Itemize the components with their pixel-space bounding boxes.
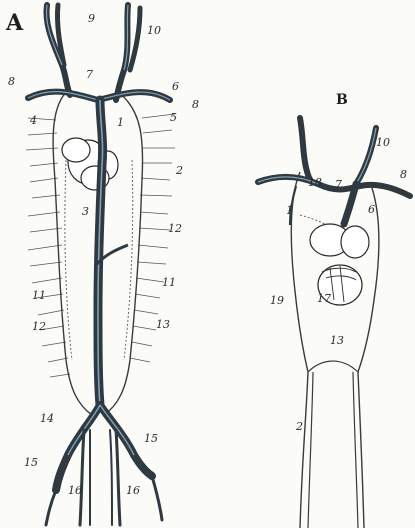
label-a-16-left: 16: [68, 484, 82, 497]
label-a-6: 6: [172, 80, 179, 93]
panel-b-letter: B: [336, 92, 348, 108]
panel-a-heart: [62, 138, 118, 190]
label-b-6: 6: [368, 203, 375, 216]
label-a-8-left: 8: [8, 75, 15, 88]
panel-a: A: [5, 5, 199, 525]
label-a-1: 1: [117, 116, 124, 129]
label-b-13: 13: [330, 334, 344, 347]
label-b-8: 8: [400, 168, 407, 181]
label-a-10: 10: [147, 24, 161, 37]
label-a-13: 13: [156, 318, 170, 331]
panel-b-left-neck: [300, 118, 310, 180]
panel-b-cross-vessel: [308, 361, 358, 372]
panel-b-leg-left: [300, 372, 308, 528]
label-a-8-right: 8: [192, 98, 199, 111]
label-a-5: 5: [170, 111, 177, 124]
label-a-11-right: 11: [162, 276, 176, 289]
panel-a-dotted-vessel-right: [124, 160, 133, 360]
label-a-9: 9: [88, 12, 95, 25]
label-a-15-left: 15: [24, 456, 38, 469]
label-a-12-right: 12: [168, 222, 182, 235]
label-b-19: 19: [270, 294, 284, 307]
label-b-10: 10: [376, 136, 390, 149]
panel-a-dotted-vessel: [65, 160, 72, 360]
label-b-7: 7: [335, 178, 342, 191]
label-b-1: 1: [286, 204, 293, 217]
label-a-7: 7: [86, 68, 93, 81]
panel-b-transverse: [258, 177, 410, 196]
panel-b-leg-right: [358, 372, 364, 528]
panel-a-left-lateral-vessel: [53, 88, 92, 415]
label-a-4: 4: [29, 114, 37, 127]
panel-a-labels: 9 10 8 7 6 8 4 1 5 2 3 12 11 11 12 13 14…: [8, 12, 199, 497]
label-b-18: 18: [308, 176, 322, 189]
label-a-14: 14: [40, 412, 54, 425]
label-a-3: 3: [82, 205, 89, 218]
panel-b: B 10: [258, 92, 410, 528]
label-a-16-right: 16: [126, 484, 140, 497]
label-a-15-right: 15: [144, 432, 158, 445]
label-a-2: 2: [175, 164, 183, 177]
panel-a-letter: A: [5, 10, 24, 36]
panel-a-left-iliac: [56, 405, 100, 490]
label-b-17: 17: [317, 292, 331, 305]
label-a-11-left: 11: [32, 289, 46, 302]
label-b-2: 2: [295, 420, 303, 433]
panel-b-right-neck: [356, 128, 376, 184]
label-a-12-left: 12: [32, 320, 46, 333]
